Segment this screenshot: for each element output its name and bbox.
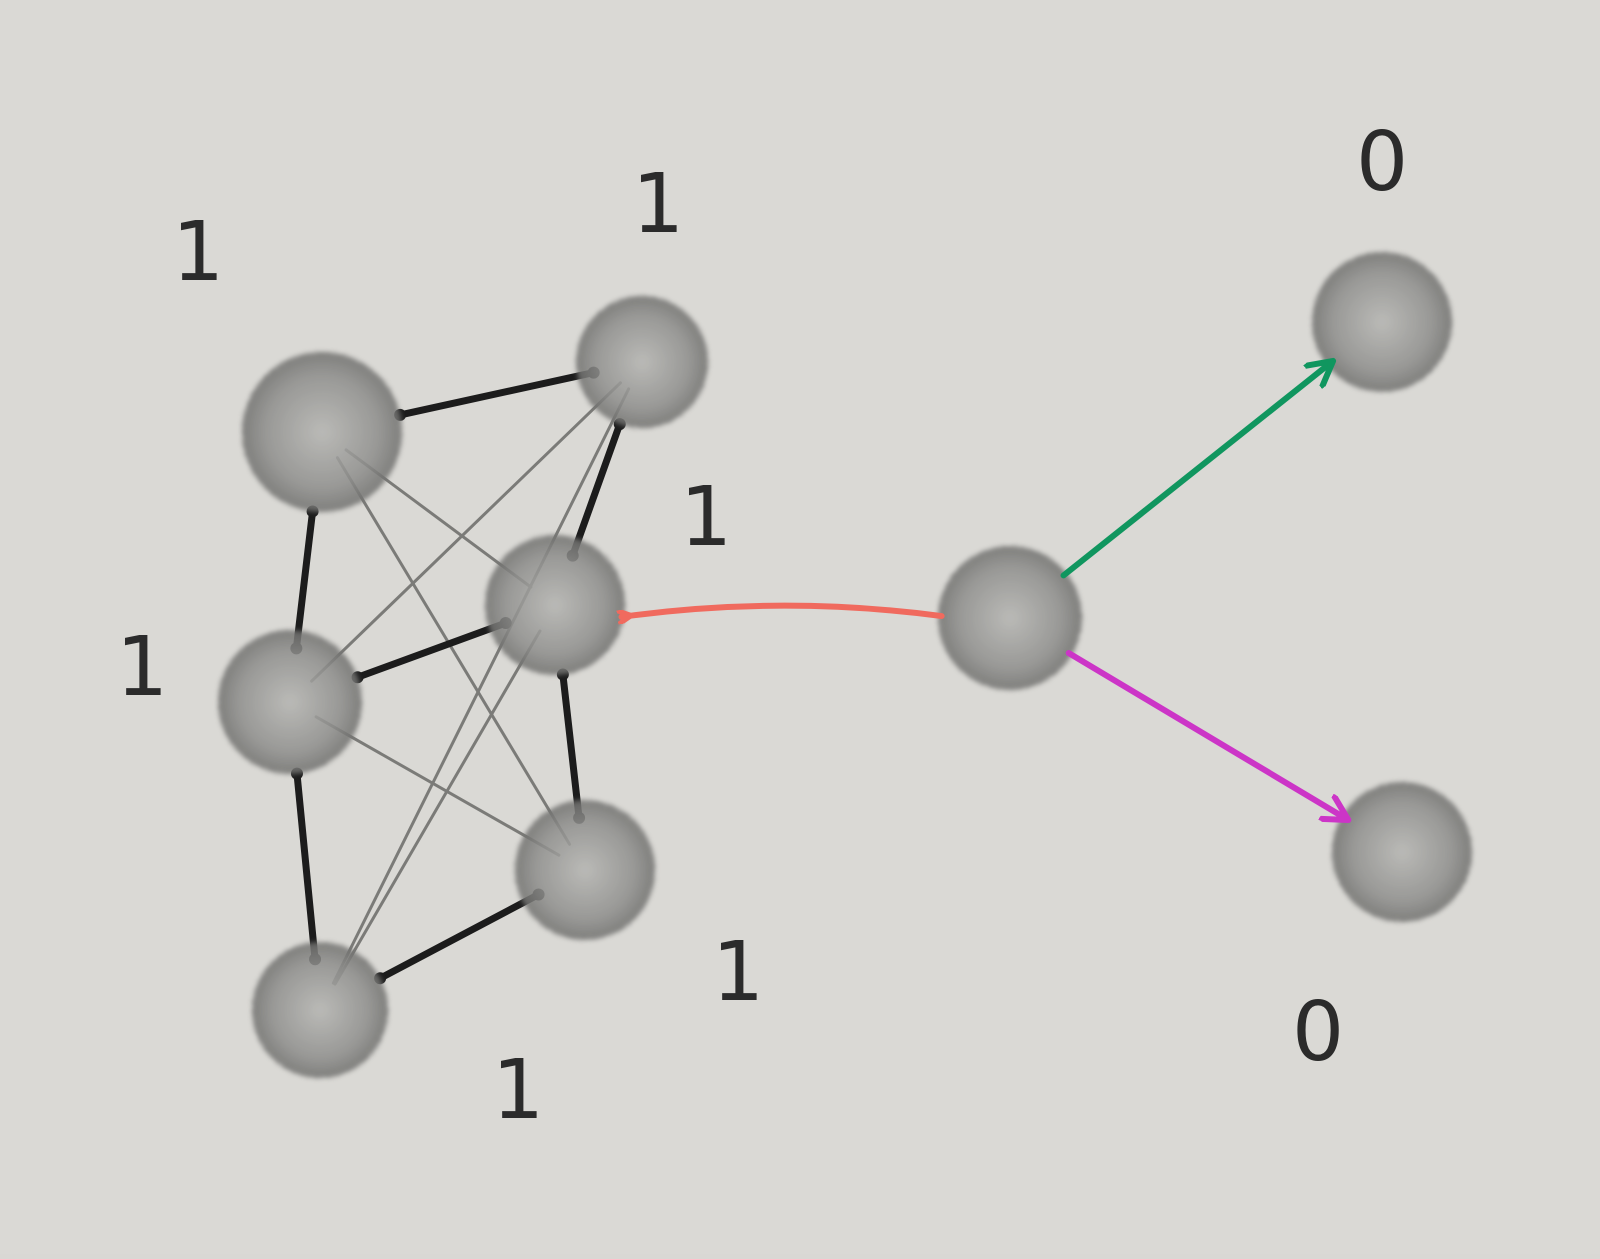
node-e	[515, 800, 655, 940]
arrows	[621, 363, 1344, 818]
nodes	[218, 252, 1472, 1078]
strong-edge-d-f	[293, 770, 319, 963]
node-center	[938, 546, 1082, 690]
node-a	[242, 352, 402, 512]
label-middle-left: 1	[116, 620, 168, 715]
label-bottom-right: 1	[712, 925, 764, 1020]
labels: 1 1 1 1 1 1 0 0	[116, 115, 1408, 1138]
strong-edge-a-d	[292, 507, 317, 652]
strong-edge-a-b	[396, 369, 598, 419]
label-bottom-center: 1	[492, 1043, 544, 1138]
strong-edge-d-c	[354, 619, 510, 681]
node-f	[252, 942, 388, 1078]
label-top-left: 1	[172, 205, 224, 300]
node-far-bottom	[1332, 782, 1472, 922]
strong-edge-b-c	[569, 420, 624, 560]
arrow-center-to-far-top	[1060, 363, 1330, 579]
label-far-top: 0	[1356, 115, 1408, 210]
label-top-center: 1	[632, 157, 684, 252]
label-far-bottom: 0	[1292, 985, 1344, 1080]
node-c	[485, 535, 625, 675]
weak-edge-a-e	[335, 456, 572, 846]
label-middle-right: 1	[680, 470, 732, 565]
weak-edge-c-f	[333, 629, 542, 986]
node-b	[576, 296, 708, 428]
strong-edge-c-e	[559, 671, 583, 822]
arrow-center-to-far-bottom	[1065, 650, 1345, 818]
weak-edge-b-f	[331, 387, 631, 985]
node-far-top	[1312, 252, 1452, 392]
weak-edge-d-e	[314, 715, 561, 857]
arrow-center-to-c	[621, 602, 945, 617]
node-d	[218, 630, 362, 774]
weak-edge-b-d	[310, 381, 622, 683]
strong-edge-f-e	[376, 891, 543, 982]
